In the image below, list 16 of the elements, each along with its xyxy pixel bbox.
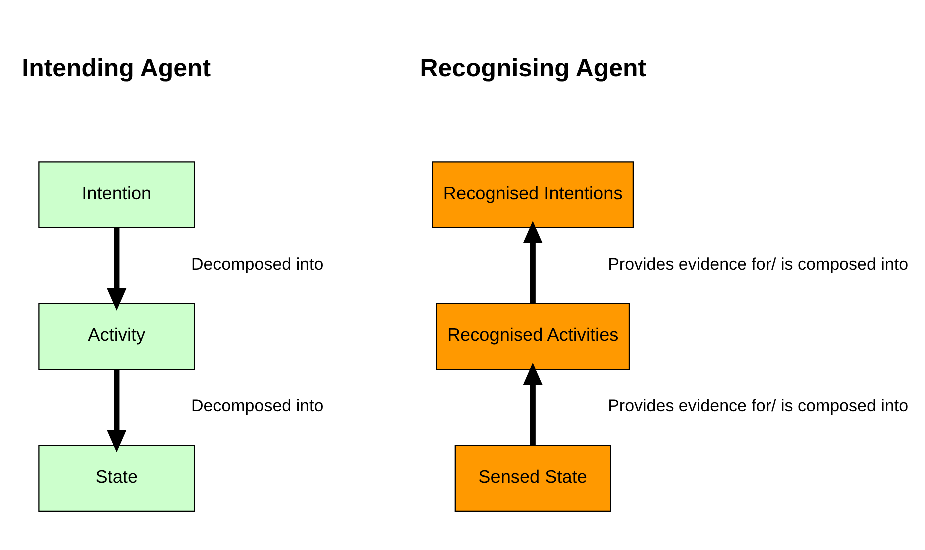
edge-label: Decomposed into [191, 396, 324, 416]
arrow [523, 221, 543, 304]
node-box: Recognised Activities [436, 303, 630, 370]
label: Recognising Agent [420, 54, 647, 83]
arrow [107, 370, 127, 453]
label: Intending Agent [22, 54, 212, 83]
node-box: Sensed State [454, 445, 612, 512]
arrow [107, 228, 127, 311]
arrow [523, 362, 543, 446]
edge-label: Provides evidence for/ is composed into [608, 396, 909, 416]
edge-label: Decomposed into [191, 254, 324, 274]
edge-label: Provides evidence for/ is composed into [608, 254, 909, 274]
node-box: Activity [38, 303, 196, 370]
node-box: State [38, 445, 196, 512]
node-box: Recognised Intentions [432, 162, 634, 228]
node-box: Intention [38, 162, 196, 228]
